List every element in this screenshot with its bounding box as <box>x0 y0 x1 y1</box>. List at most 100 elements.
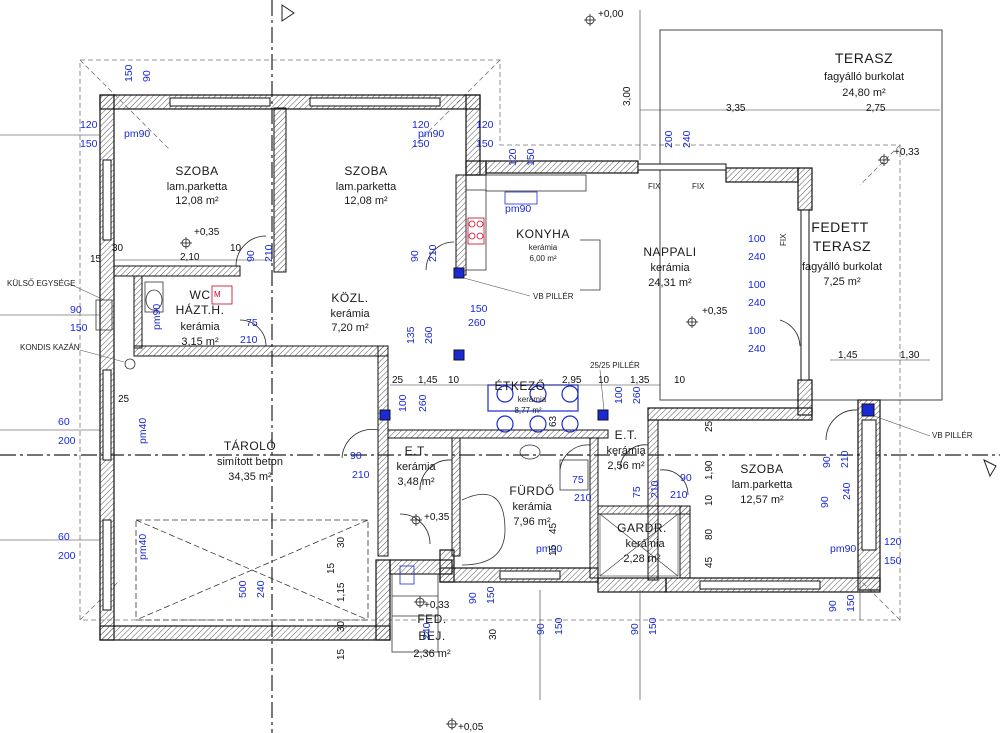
dim: 15 <box>548 544 559 556</box>
dim: 240 <box>748 297 766 309</box>
room-area: 3,15 m² <box>181 336 219 348</box>
dim: 90 <box>70 304 82 316</box>
dim: 150 <box>80 138 98 150</box>
room-floor: kerámia <box>625 538 665 550</box>
dim: 210 <box>574 492 592 504</box>
dim: 210 <box>263 244 275 262</box>
dim: 100 <box>748 233 766 245</box>
fix-label: FIX <box>779 233 788 246</box>
fix-label: FIX <box>692 182 705 191</box>
dim: 2,10 <box>180 252 200 263</box>
room-szoba-2: SZOBA lam.parketta 12,08 m² <box>336 164 397 207</box>
room-name-2: BEJ. <box>418 629 445 643</box>
dim: 90 <box>629 623 641 635</box>
room-furdo: FÜRDŐ kerámia 7,96 m² <box>509 483 554 528</box>
level-label: +0,35 <box>702 306 728 317</box>
room-name: FEDETT <box>811 219 868 235</box>
room-floor: kerámia <box>529 243 558 252</box>
room-floor: fagyálló burkolat <box>802 261 882 273</box>
room-wc: WC HÁZT.H. kerámia 3,15 m² <box>176 288 224 348</box>
room-name: FED. <box>417 612 446 626</box>
dim: 260 <box>468 317 486 329</box>
door-swings <box>235 235 859 545</box>
dim: 1,35 <box>630 375 650 386</box>
dim: 90 <box>350 450 362 462</box>
dim: 90 <box>245 250 257 262</box>
fix-label: FIX <box>648 182 661 191</box>
dim: 150 <box>485 586 497 604</box>
room-name: NAPPALI <box>643 245 696 259</box>
dim: 240 <box>748 251 766 263</box>
room-area: 12,08 m² <box>175 195 219 207</box>
room-name-2: TERASZ <box>813 238 871 254</box>
room-area: 7,20 m² <box>331 322 369 334</box>
dim: 3,35 <box>726 103 746 114</box>
black-dimensions: 3,00 3,35 2,75 2,10 10 30 15 25 1,45 10 … <box>90 86 920 660</box>
washer-label: M <box>214 290 221 299</box>
dim: 100 <box>613 386 625 404</box>
dim: 1,90 <box>704 460 715 480</box>
dim: pm40 <box>137 534 149 560</box>
dim: 2,75 <box>866 103 886 114</box>
dim: 210 <box>240 334 258 346</box>
dim: 200 <box>663 130 675 148</box>
dim: 150 <box>553 617 565 635</box>
wardrobe <box>599 513 679 577</box>
dim: 240 <box>841 482 853 500</box>
room-floor: kerámia <box>512 501 552 513</box>
dim: 25 <box>392 375 404 386</box>
room-name: E.T. <box>405 444 428 458</box>
interior-walls <box>113 107 691 581</box>
dim: 45 <box>548 522 559 534</box>
room-name: GARDR. <box>617 521 667 535</box>
dim: 1,15 <box>336 582 347 602</box>
dim: 90 <box>535 623 547 635</box>
dim: 210 <box>839 450 851 468</box>
dim: 150 <box>470 303 488 315</box>
dim: 150 <box>123 64 135 82</box>
dim: 210 <box>352 469 370 481</box>
pillar-label: 25/25 PILLÉR <box>590 361 640 370</box>
dim: 200 <box>58 550 76 562</box>
vb-pillar-label: VB PILLÉR <box>533 292 574 301</box>
dim: 240 <box>748 343 766 355</box>
room-etkezo: ÉTKEZŐ kerámia 8,77 m² <box>494 378 546 415</box>
room-fedett-terasz: FEDETT TERASZ fagyálló burkolat 7,25 m² <box>802 219 882 288</box>
room-terasz: TERASZ fagyálló burkolat 24,80 m² <box>824 50 904 99</box>
dim: 25 <box>118 394 130 405</box>
level-label: +0,05 <box>458 722 484 733</box>
dim: 80 <box>704 528 715 540</box>
dim: 120 <box>412 119 430 131</box>
room-area: 2,28 m² <box>623 553 661 565</box>
dim: 3,00 <box>622 86 633 106</box>
dim: 1,30 <box>900 350 920 361</box>
dim: 150 <box>884 555 902 567</box>
room-area: 34,35 m² <box>228 471 272 483</box>
room-kozl: KÖZL. kerámia 7,20 m² <box>330 291 370 334</box>
room-szoba-1: SZOBA lam.parketta 12,08 m² <box>167 164 228 207</box>
dim: 90 <box>141 70 153 82</box>
dim: 210 <box>427 244 439 262</box>
room-floor: lam.parketta <box>336 181 397 193</box>
room-et-2: E.T. kerámia 2,56 m² <box>606 428 646 472</box>
dim: 90 <box>821 456 833 468</box>
dim: 150 <box>647 617 659 635</box>
pillars <box>379 267 875 421</box>
entrance-steps <box>391 565 439 653</box>
dim: 100 <box>397 394 409 412</box>
dim: 25 <box>704 420 715 432</box>
dim: 90 <box>819 496 831 508</box>
room-floor: kerámia <box>518 395 547 404</box>
level-label: +0,00 <box>598 9 624 20</box>
dim: 75 <box>572 474 584 486</box>
leader-lines <box>69 277 931 437</box>
room-name: SZOBA <box>344 164 387 178</box>
room-name: FÜRDŐ <box>509 483 554 498</box>
external-unit-label: KÜLSŐ EGYSÉGE <box>7 279 75 288</box>
room-floor: fagyálló burkolat <box>824 71 904 83</box>
dim: 30 <box>112 243 124 254</box>
dim: pm90 <box>536 543 562 555</box>
dim: 240 <box>681 130 693 148</box>
level-label: +0,35 <box>424 512 450 523</box>
